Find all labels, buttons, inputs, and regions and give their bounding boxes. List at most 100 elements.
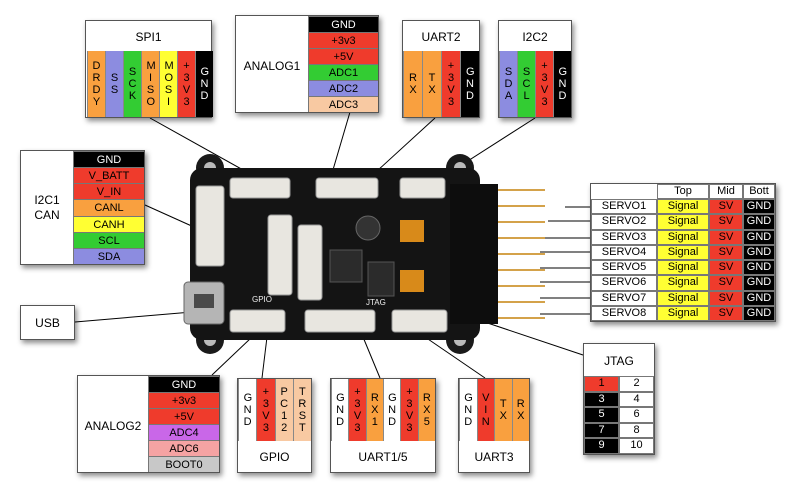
analog2-row: BOOT0 — [148, 456, 219, 472]
i2c1-row: CANH — [73, 215, 144, 232]
gpio-pin-label: GND — [243, 392, 253, 428]
analog2-row: +3v3 — [148, 392, 219, 408]
analog2-title: ANALOG2 — [84, 419, 142, 433]
servo-gnd-cell: GND — [743, 260, 775, 276]
gpio-pin: GND — [238, 379, 257, 441]
uart2-pin-label: TX — [428, 72, 436, 96]
i2c1-row: V_BATT — [73, 167, 144, 184]
uart15-pin: RX1 — [365, 379, 383, 441]
servo-signal-cell: Signal — [657, 199, 709, 215]
spi1-pin: DRDY — [87, 51, 105, 117]
uart15-pin-label: GND — [336, 392, 345, 428]
uart15-pin-label: +3V3 — [353, 386, 362, 434]
i2c1-row: SDA — [73, 247, 144, 264]
spi1-pin: GND — [195, 51, 213, 117]
i2c1-title: I2C1 — [34, 193, 60, 207]
board-label-jtag: JTAG — [366, 298, 386, 307]
servo-signal-cell: Signal — [657, 214, 709, 230]
i2c1-row: CANL — [73, 199, 144, 216]
spi1-pin: SS — [105, 51, 123, 117]
servo-name-cell: SERVO5 — [591, 260, 657, 276]
uart3-pin-label: RX — [516, 398, 525, 422]
uart2-pin: +3V3 — [441, 51, 460, 117]
servo-signal-cell: Signal — [657, 244, 709, 261]
servo-gnd-cell: GND — [743, 214, 775, 230]
uart15-pin: GND — [331, 379, 349, 441]
gpio-pin-label: TRST — [298, 386, 307, 434]
uart3-title: UART3 — [474, 450, 514, 464]
servo-gnd-cell: GND — [743, 305, 775, 321]
spi1-title: SPI1 — [135, 30, 162, 44]
spi1-pin-label: MISO — [146, 60, 156, 108]
uart2-pin-label: GND — [466, 66, 475, 102]
flight-controller-board — [183, 154, 545, 354]
usb-title: USB — [35, 316, 60, 330]
analog1-row: +5V — [308, 48, 378, 64]
leader-lines — [74, 111, 590, 379]
jtag-pin-cell: 8 — [619, 422, 654, 439]
spi1-pin: +3V3 — [177, 51, 195, 117]
servo-gnd-cell: GND — [743, 290, 775, 306]
uart15-title: UART1/5 — [358, 450, 408, 464]
i2c2-pin-label: +3V3 — [540, 60, 549, 108]
analog1-row: ADC3 — [308, 96, 378, 112]
i2c2-title: I2C2 — [522, 30, 548, 44]
uart15-pin: +3V3 — [348, 379, 366, 441]
spi1-pin-label: MOSI — [164, 60, 174, 108]
servo-name-cell: SERVO2 — [591, 214, 657, 230]
servo-name-cell: SERVO1 — [591, 199, 657, 215]
servo-sv-cell: SV — [709, 214, 743, 230]
i2c2-pin-label: GND — [558, 66, 568, 102]
analog1-row: ADC1 — [308, 64, 378, 80]
servo-gnd-cell: GND — [743, 229, 775, 245]
i2c2-pin-label: SCL — [522, 66, 531, 102]
jtag-pin-cell: 1 — [584, 376, 619, 392]
spi1-pin-label: SS — [110, 72, 119, 96]
servo-name-cell: SERVO8 — [591, 305, 657, 321]
servo-name-cell: SERVO6 — [591, 275, 657, 291]
can-title: CAN — [34, 208, 60, 222]
spi1-pin: MOSI — [159, 51, 177, 117]
analog1-row: ADC2 — [308, 80, 378, 96]
analog2-row: ADC6 — [148, 440, 219, 456]
analog2-row: GND — [148, 376, 219, 392]
analog1-row: +3v3 — [308, 32, 378, 48]
servo-gnd-cell: GND — [743, 244, 775, 261]
servo-gnd-cell: GND — [743, 275, 775, 291]
servo-sv-cell: SV — [709, 290, 743, 306]
servo-gnd-cell: GND — [743, 199, 775, 215]
board-label-gpio: GPIO — [252, 295, 272, 304]
jtag-pin-cell: 9 — [584, 438, 619, 454]
uart3-pin-label: VIN — [481, 392, 490, 428]
jtag-pin-cell: 2 — [619, 376, 654, 392]
servo-name-cell: SERVO7 — [591, 290, 657, 306]
jtag-pin-cell: 3 — [584, 391, 619, 408]
uart3-pin: TX — [494, 379, 512, 441]
uart2-pin: TX — [422, 51, 441, 117]
analog2-row: +5V — [148, 408, 219, 424]
servo-sv-cell: SV — [709, 199, 743, 215]
jtag-pin-cell: 7 — [584, 422, 619, 439]
uart2-pin: GND — [460, 51, 479, 117]
uart3-pin-label: TX — [499, 398, 507, 422]
i2c2-pin: +3V3 — [535, 51, 553, 117]
servo-name-cell: SERVO3 — [591, 229, 657, 245]
servo-sv-cell: SV — [709, 275, 743, 291]
